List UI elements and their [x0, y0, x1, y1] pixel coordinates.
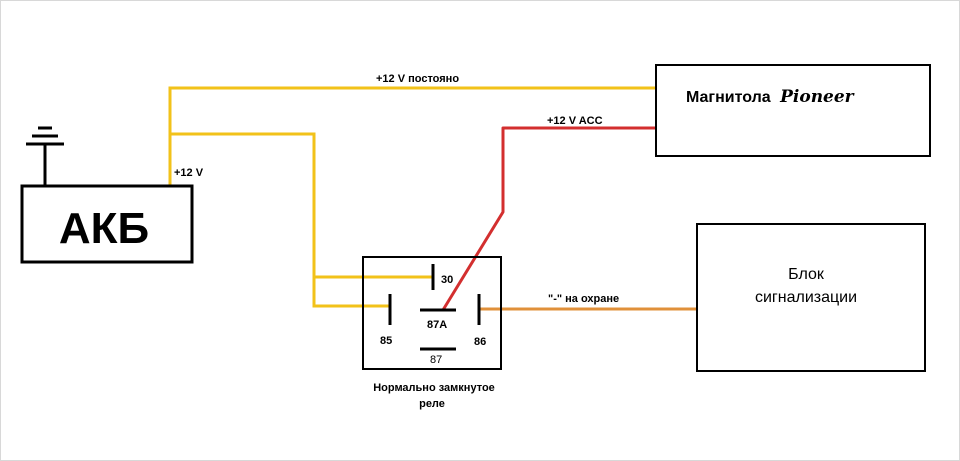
battery-label: АКБ [59, 204, 149, 253]
wire-to-relay-85 [312, 275, 392, 308]
alarm-label-line1: Блок [788, 266, 825, 283]
relay-pin-86-label: 86 [474, 336, 486, 348]
wire-acc [441, 126, 655, 311]
relay-box [362, 256, 502, 370]
yellow-wires [168, 86, 657, 308]
wire-to-relay-30 [168, 132, 435, 279]
radio-label: Магнитола Pioneer [686, 87, 855, 107]
ground-icon [26, 126, 64, 185]
wire-label-constant: +12 V постояно [376, 73, 459, 85]
wire-label-acc: +12 V ACC [547, 115, 603, 127]
relay-contacts [388, 264, 481, 351]
wire-label-battery: +12 V [174, 167, 204, 179]
wire-label-alarm: "-" на охране [548, 293, 619, 305]
radio-box [655, 64, 931, 157]
relay-caption-line1: Нормально замкнутое [373, 382, 495, 394]
relay-pin-85-label: 85 [380, 335, 392, 347]
relay-pin-87-label: 87 [430, 354, 442, 366]
wire-constant-12v [168, 86, 657, 186]
battery-box [20, 184, 194, 264]
pioneer-logo: Pioneer [779, 87, 855, 107]
relay-caption-line2: реле [419, 398, 445, 410]
relay-pin-30-label: 30 [441, 274, 453, 286]
alarm-label-line2: сигнализации [755, 289, 857, 306]
relay-pin-87a-label: 87A [427, 319, 447, 331]
alarm-box [696, 223, 926, 372]
